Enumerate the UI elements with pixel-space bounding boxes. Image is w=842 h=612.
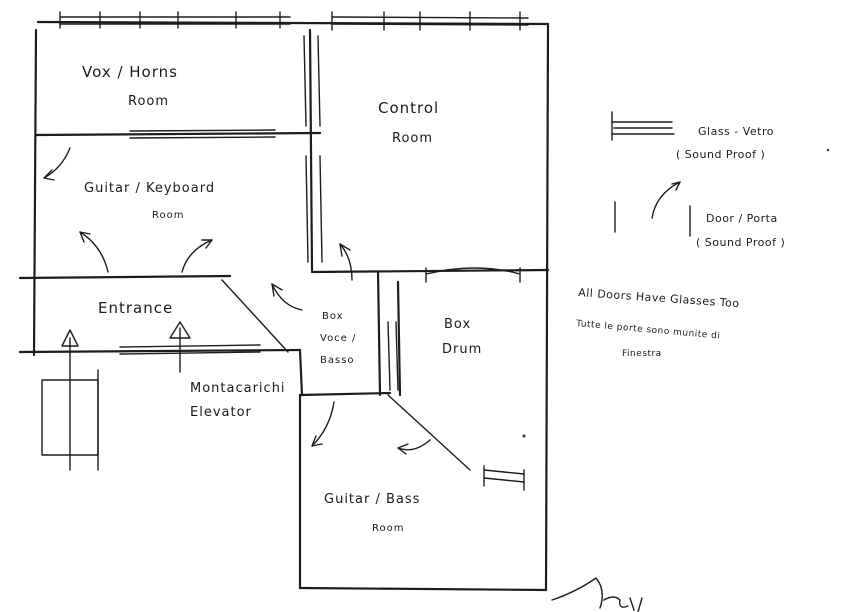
glass-legend-label: Glass - Vetro [698,125,774,138]
note-italian: Tutte le porte sono munite di [575,319,721,342]
door-legend-icon [614,201,691,237]
guitar-keyboard-room-label: Guitar / Keyboard [84,181,215,196]
elevator-sublabel: Elevator [190,405,252,420]
box-drum-sublabel: Drum [442,342,482,357]
vox-horns-room-sublabel: Room [128,94,169,109]
note-italian-2: Finestra [622,349,662,359]
legend [611,111,691,237]
guitar-bass-room-label: Guitar / Bass [324,492,420,507]
door-legend-label: Door / Porta [706,212,778,225]
door-swings [43,147,431,455]
walls [18,20,550,592]
box-voce-sublabel: Voce / [320,333,356,344]
box-voce-label: Box [322,311,344,322]
elevator-label: Montacarichi [190,381,286,396]
glass-legend-sublabel: ( Sound Proof ) [676,148,765,161]
guitar-bass-room-sublabel: Room [372,523,404,534]
entrance-label: Entrance [98,299,173,317]
box-drum-label: Box [444,317,471,332]
control-room-label: Control [378,99,439,117]
signature [551,577,643,612]
elevator-arrow-icon [61,321,191,471]
box-voce-sublabel-2: Basso [320,355,355,366]
vox-horns-room-label: Vox / Horns [82,63,178,81]
glass-windows [59,11,529,491]
guitar-keyboard-room-sublabel: Room [152,210,184,221]
control-room-sublabel: Room [392,131,433,146]
door-legend-sublabel: ( Sound Proof ) [696,236,785,249]
glass-legend-icon [611,121,675,135]
note-english: All Doors Have Glasses Too [578,286,740,310]
